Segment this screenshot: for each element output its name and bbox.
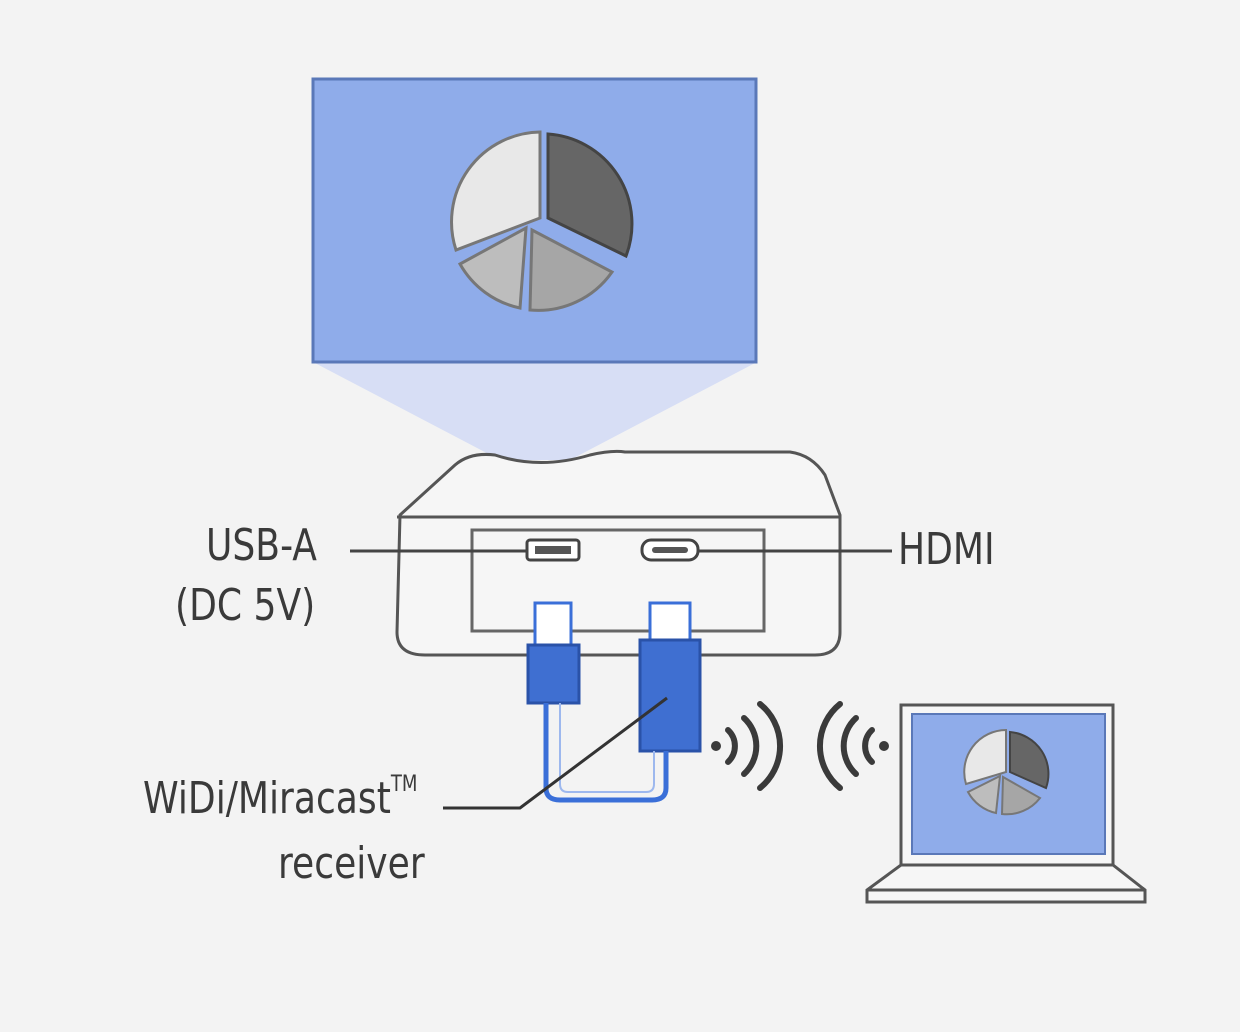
wifi-signal-icon (711, 701, 889, 791)
laptop-pie-chart-icon (963, 728, 1050, 816)
laptop-base (865, 863, 1147, 904)
hdmi-label: HDMI (898, 524, 995, 575)
hdmi-plug (648, 601, 692, 645)
pie-slice-light (450, 130, 542, 252)
miracast-dongle-icon (638, 638, 702, 753)
trademark-mark: TM (390, 772, 418, 797)
receiver-label-name: WiDi/Miracast (143, 773, 391, 824)
pie-chart-icon (450, 130, 634, 312)
usb-dongle-icon (526, 643, 581, 705)
projection-beam (313, 362, 757, 460)
receiver-leader-line (443, 696, 668, 810)
usb-plug (533, 601, 573, 650)
usb-cable (543, 703, 669, 803)
pie-slice-light-bottom (457, 225, 528, 310)
pie-slice-dark (546, 132, 634, 259)
laptop-icon (865, 703, 1147, 904)
usb-label: USB-A (206, 520, 317, 571)
pie-slice-mid (528, 227, 615, 312)
receiver-label-line2: receiver (278, 838, 425, 889)
receiver-label: WiDi/MiracastTM (143, 774, 417, 821)
port-panel (470, 528, 766, 633)
usb-voltage-label: (DC 5V) (175, 580, 316, 631)
